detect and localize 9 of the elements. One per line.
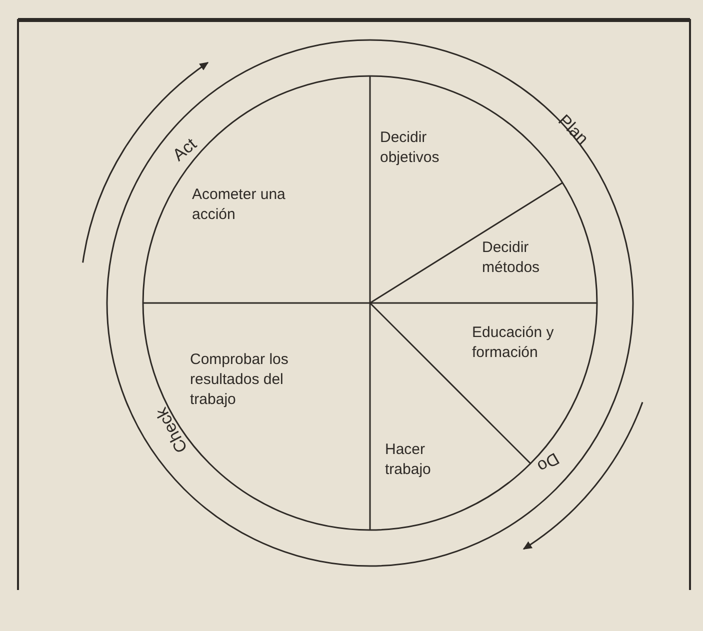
sector-text: Decidir métodos bbox=[482, 238, 572, 278]
phase-label: Check bbox=[152, 404, 192, 456]
phase-label: Act bbox=[169, 134, 201, 166]
sector-text: Acometer una acción bbox=[192, 185, 332, 225]
sector-text: Educación y formación bbox=[472, 323, 582, 363]
sector-text: Hacer trabajo bbox=[385, 440, 465, 480]
sector-text: Comprobar los resultados del trabajo bbox=[190, 350, 320, 410]
phase-label: Do bbox=[534, 448, 562, 476]
sector-text: Decidir objetivos bbox=[380, 128, 470, 168]
